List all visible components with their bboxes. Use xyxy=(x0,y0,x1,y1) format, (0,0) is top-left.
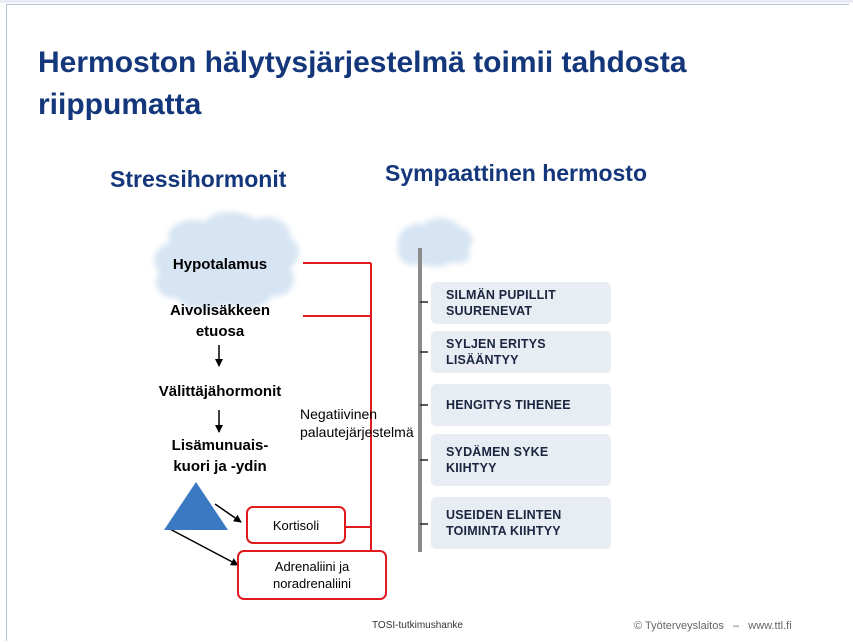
effect-text-line1: USEIDEN ELINTEN xyxy=(446,508,562,522)
nerve-ticks xyxy=(420,301,428,525)
effect-box-saliva: SYLJEN ERITYS LISÄÄNTYY xyxy=(431,331,611,373)
brain-icon-left xyxy=(154,212,299,310)
adrenal-triangle-icon xyxy=(164,482,228,530)
footer-project: TOSI-tutkimushanke xyxy=(372,620,463,631)
chain-arrows xyxy=(167,345,242,566)
adrenaline-label-line1: Adrenaliini ja xyxy=(274,559,350,574)
top-edge-strip xyxy=(0,0,853,3)
effect-text-line2: TOIMINTA KIIHTYY xyxy=(446,524,561,538)
effect-box-pupils: SILMÄN PUPILLIT SUURENEVAT xyxy=(431,282,611,324)
hypothalamus-label: Hypotalamus xyxy=(172,256,268,273)
effect-text-line1: SILMÄN PUPILLIT xyxy=(446,288,556,302)
feedback-label-line2: palautejärjestelmä xyxy=(300,424,414,440)
left-heading: Stressihormonit xyxy=(110,166,287,192)
cortisol-label: Kortisoli xyxy=(272,517,320,533)
adrenal-label-line2: kuori ja -ydin xyxy=(173,458,267,475)
adrenaline-label-line2: noradrenaliini xyxy=(272,576,352,591)
adrenaline-box: Adrenaliini ja noradrenaliini xyxy=(237,550,387,600)
feedback-label-line1: Negatiivinen xyxy=(300,406,378,422)
right-heading: Sympaattinen hermosto xyxy=(385,160,647,186)
effect-box-breathing: HENGITYS TIHENEE xyxy=(431,384,611,426)
effect-box-heart: SYDÄMEN SYKE KIIHTYY xyxy=(431,434,611,486)
pituitary-label-line2: etuosa xyxy=(195,323,245,340)
effect-text-line2: LISÄÄNTYY xyxy=(446,353,519,367)
effect-box-organs: USEIDEN ELINTEN TOIMINTA KIIHTYY xyxy=(431,497,611,549)
effect-text-line1: HENGITYS TIHENEE xyxy=(446,398,571,412)
cortisol-box: Kortisoli xyxy=(246,506,346,544)
adrenal-label-line1: Lisämunuais- xyxy=(171,437,269,454)
effect-text-line2: SUURENEVAT xyxy=(446,304,533,318)
brain-icon-right xyxy=(397,218,473,267)
effect-text-line1: SYLJEN ERITYS xyxy=(446,337,546,351)
effect-text-line1: SYDÄMEN SYKE xyxy=(446,445,549,459)
effect-text-line2: KIIHTYY xyxy=(446,461,497,475)
footer-copyright: © Työterveyslaitos – www.ttl.fi xyxy=(634,620,792,632)
mediators-label: Välittäjähormonit xyxy=(158,383,282,400)
slide-frame xyxy=(6,4,849,641)
slide-title: Hermoston hälytysjärjestelmä toimii tahd… xyxy=(38,46,687,121)
pituitary-label-line1: Aivolisäkkeen xyxy=(169,302,271,319)
